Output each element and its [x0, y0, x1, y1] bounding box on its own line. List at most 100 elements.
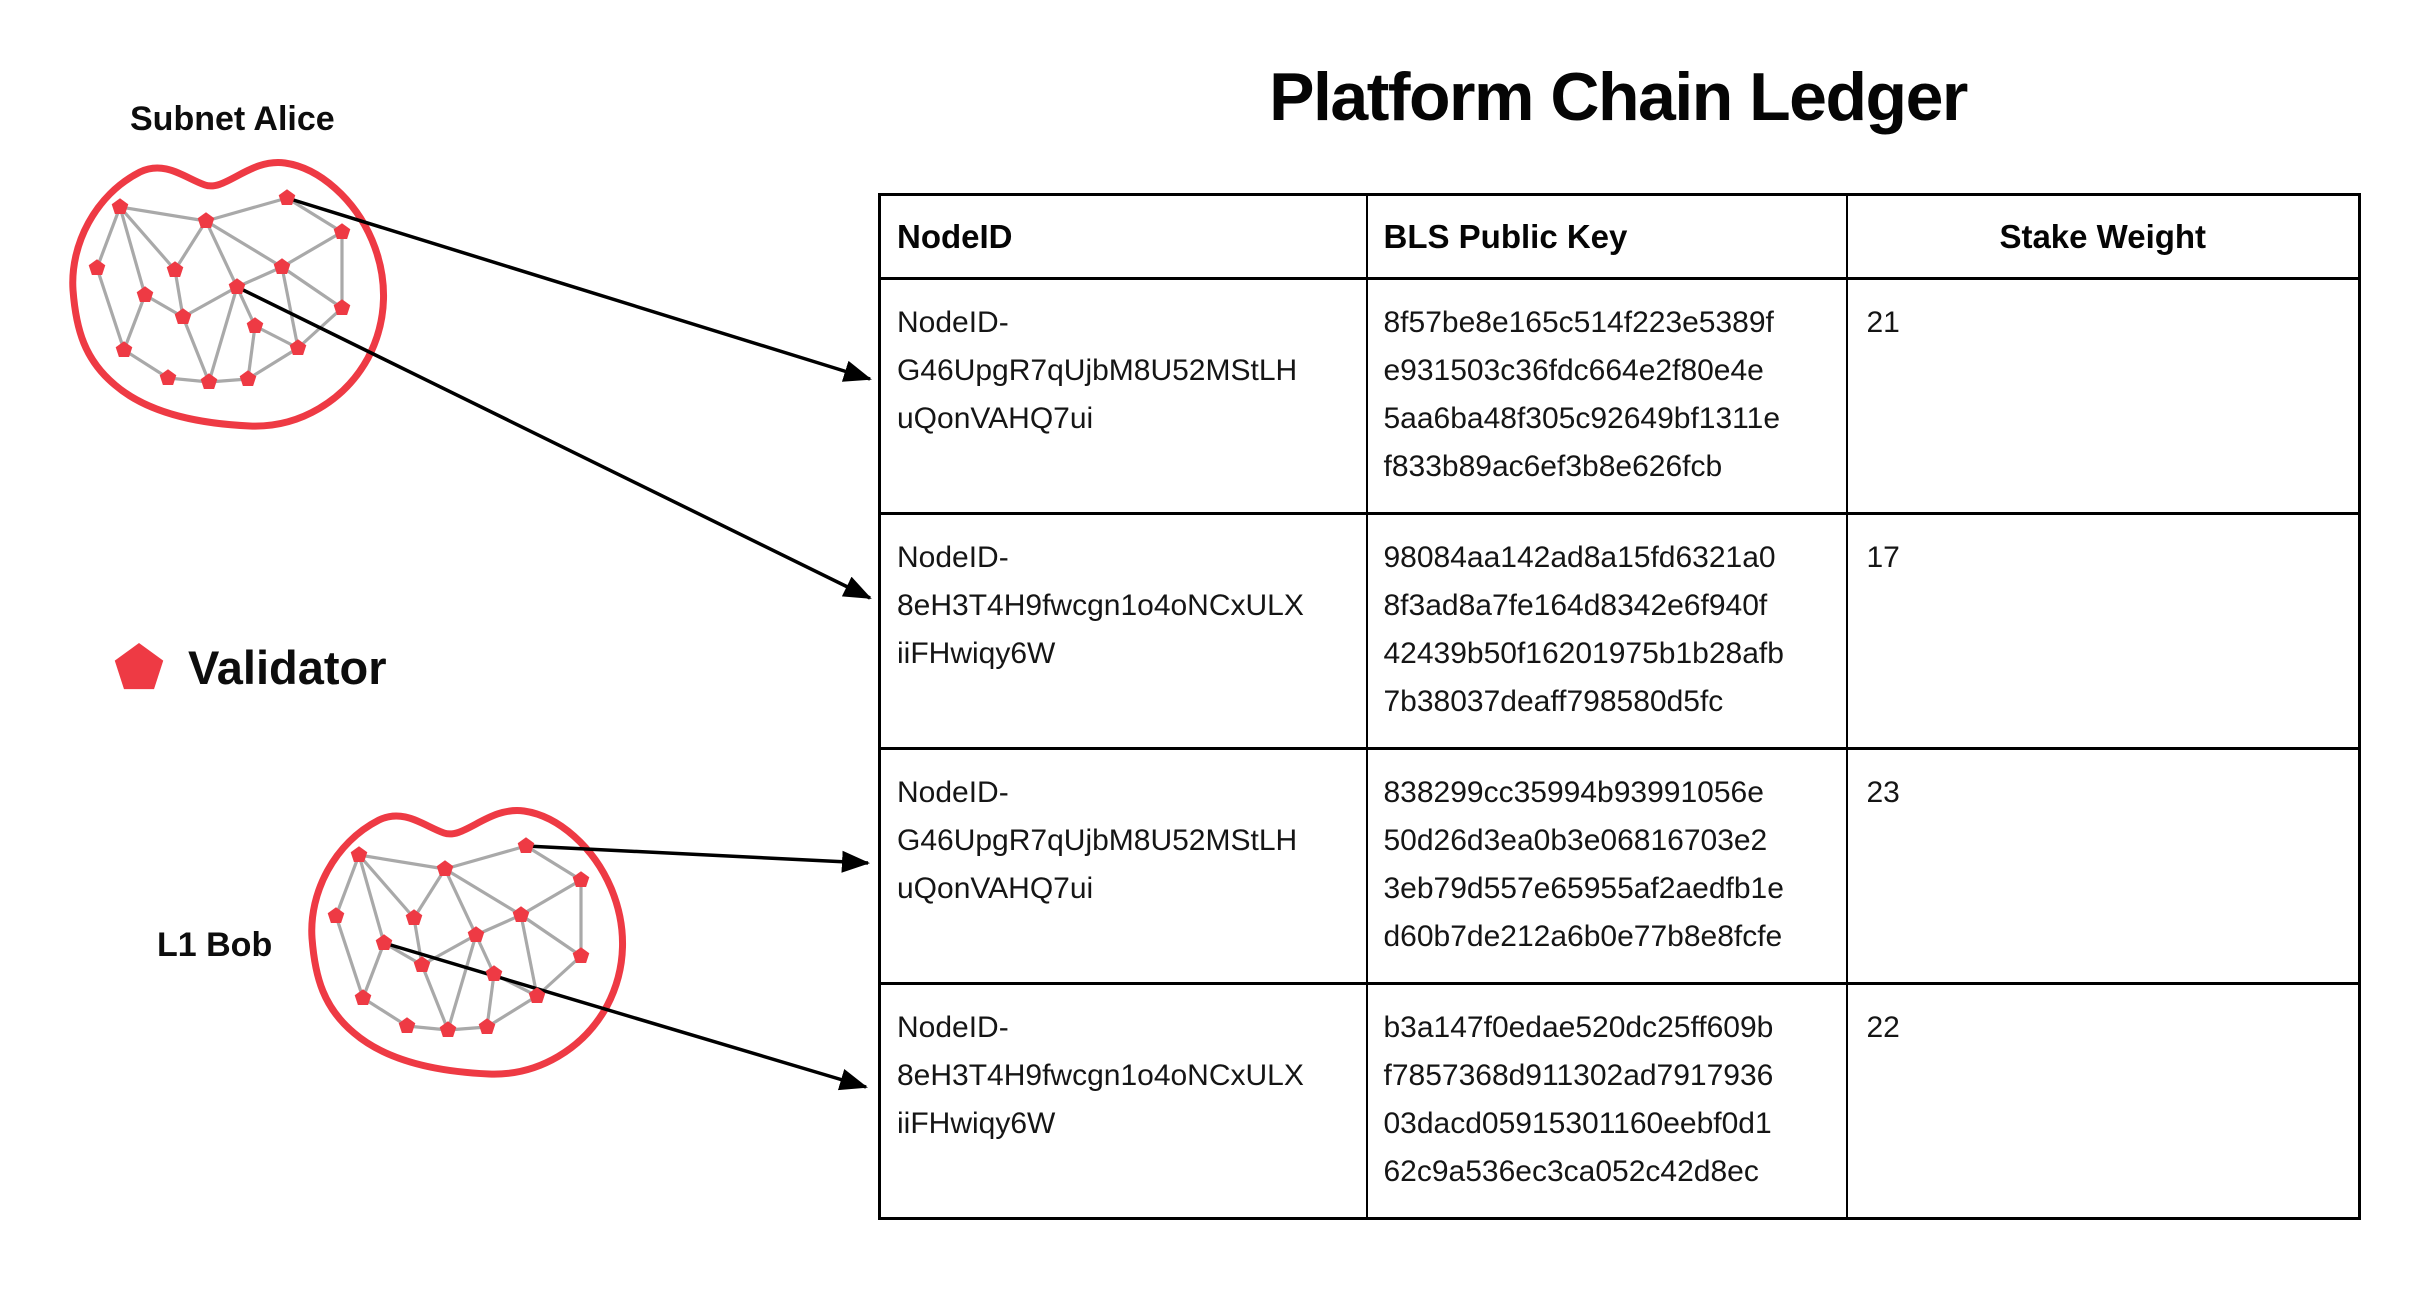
bls-key-line: 5aa6ba48f305c92649bf1311e — [1383, 402, 1781, 435]
validator-node-icon — [166, 261, 184, 277]
validator-node-icon — [512, 906, 530, 922]
l1-bob-graph-nodes — [327, 837, 590, 1037]
network-edge — [486, 994, 538, 1029]
validator-node-icon — [246, 317, 264, 333]
network-edge — [173, 220, 208, 271]
bls-key-line: b3a147f0edae520dc25ff609b — [1383, 1011, 1774, 1044]
bls-key-line: 8f3ad8a7fe164d8342e6f940f — [1383, 589, 1768, 622]
validator-legend-label: Validator — [188, 641, 387, 694]
network-edge — [95, 267, 126, 351]
bls-key-line: 8f57be8e165c514f223e5389f — [1383, 306, 1774, 339]
subnet-alice-graph-nodes — [88, 189, 351, 389]
network-edge — [485, 973, 496, 1028]
subnet-alice-graph — [69, 159, 387, 430]
pentagon-icon — [114, 642, 164, 690]
mapping-arrow — [525, 844, 870, 873]
network-edge — [281, 265, 343, 310]
stake-weight-cell: 21 — [1845, 277, 2361, 515]
table-row: NodeID- G46UpgR7qUjbM8U52MStLH uQonVAHQ7ui… — [878, 277, 2361, 515]
nodeid-line: 8eH3T4H9fwcgn1o4oNCxULX — [897, 1059, 1304, 1092]
network-edge — [334, 915, 365, 999]
network-edge — [205, 196, 288, 223]
nodeid-line: NodeID- — [897, 306, 1009, 339]
table-header: NodeID BLS Public Key Stake Weight — [878, 193, 2361, 280]
platform-chain-ledger-table: NodeID BLS Public Key Stake Weight NodeI… — [878, 193, 2361, 1220]
bls-key-line: f833b89ac6ef3b8e626fcb — [1383, 450, 1723, 483]
network-edge — [204, 220, 239, 288]
network-edge — [525, 844, 582, 882]
validator-legend: Validator — [112, 640, 387, 695]
mapping-arrow — [236, 285, 872, 600]
nodeid-line: G46UpgR7qUjbM8U52MStLH — [897, 354, 1298, 387]
bls-key-line: d60b7de212a6b0e77b8e8fcfe — [1383, 920, 1783, 953]
network-edge — [420, 964, 450, 1031]
nodeid-line: NodeID- — [897, 1011, 1009, 1044]
validator-node-icon — [200, 373, 218, 389]
nodeid-line: G46UpgR7qUjbM8U52MStLH — [897, 824, 1298, 857]
network-edge — [357, 853, 416, 920]
network-edge — [443, 868, 478, 936]
bls-key-line: 42439b50f16201975b1b28afb — [1383, 637, 1784, 670]
network-edge — [357, 854, 386, 944]
validator-node-icon — [439, 1021, 457, 1037]
header-stake-weight: Stake Weight — [1845, 193, 2361, 280]
nodeid-cell: NodeID- 8eH3T4H9fwcgn1o4oNCxULX iiFHwiqy6W — [878, 512, 1368, 750]
nodeid-line: 8eH3T4H9fwcgn1o4oNCxULX — [897, 589, 1304, 622]
validator-node-icon — [278, 189, 296, 205]
subnet-boundary — [308, 807, 626, 1078]
validator-node-icon — [478, 1018, 496, 1034]
network-edge — [119, 205, 207, 223]
validator-node-icon — [436, 860, 454, 876]
validator-node-icon — [413, 956, 431, 972]
l1-bob-graph — [308, 807, 626, 1078]
mapping-arrow — [383, 941, 868, 1091]
nodeid-cell: NodeID- G46UpgR7qUjbM8U52MStLH uQonVAHQ7ui — [878, 277, 1368, 515]
validator-node-icon — [289, 339, 307, 355]
nodeid-line: NodeID- — [897, 541, 1009, 574]
network-edge — [205, 219, 283, 269]
bls-public-key-cell: 8f57be8e165c514f223e5389f e931503c36fdc66… — [1365, 277, 1848, 515]
stake-weight-cell: 17 — [1845, 512, 2361, 750]
bls-key-line: e931503c36fdc664e2f80e4e — [1383, 354, 1764, 387]
network-edge — [520, 878, 582, 917]
bls-key-line: 838299cc35994b93991056e — [1383, 776, 1764, 809]
validator-node-icon — [572, 947, 590, 963]
subnet-alice-label: Subnet Alice — [130, 100, 335, 138]
bls-key-line: 7b38037deaff798580d5fc — [1383, 685, 1724, 718]
validator-node-icon — [467, 926, 485, 942]
validator-node-icon — [405, 909, 423, 925]
subnet-boundary — [69, 159, 387, 430]
nodeid-line: uQonVAHQ7ui — [897, 402, 1094, 435]
mapping-arrow — [286, 196, 872, 382]
nodeid-line: iiFHwiqy6W — [897, 637, 1056, 670]
nodeid-line: uQonVAHQ7ui — [897, 872, 1094, 905]
network-edge — [181, 316, 211, 383]
validator-node-icon — [350, 846, 368, 862]
network-edge — [236, 265, 283, 289]
validator-node-icon — [273, 258, 291, 274]
validator-node-icon — [327, 907, 345, 923]
network-edge — [520, 913, 582, 958]
network-edge — [95, 206, 122, 269]
network-edge — [412, 868, 447, 919]
stake-weight-cell: 23 — [1845, 747, 2361, 985]
validator-node-icon — [354, 989, 372, 1005]
bls-key-line: 3eb79d557e65955af2aedfb1e — [1383, 872, 1784, 905]
validator-node-icon — [174, 308, 192, 324]
validator-node-icon — [239, 370, 257, 386]
network-edge — [254, 324, 299, 350]
validator-node-icon — [115, 341, 133, 357]
l1-bob-label: L1 Bob — [157, 926, 273, 964]
bls-key-line: 03dacd05915301160eebf0d1 — [1383, 1107, 1772, 1140]
validator-node-icon — [197, 212, 215, 228]
validator-node-icon — [111, 198, 129, 214]
network-edge — [358, 853, 446, 871]
network-edge — [519, 914, 539, 997]
validator-node-icon — [398, 1017, 416, 1033]
